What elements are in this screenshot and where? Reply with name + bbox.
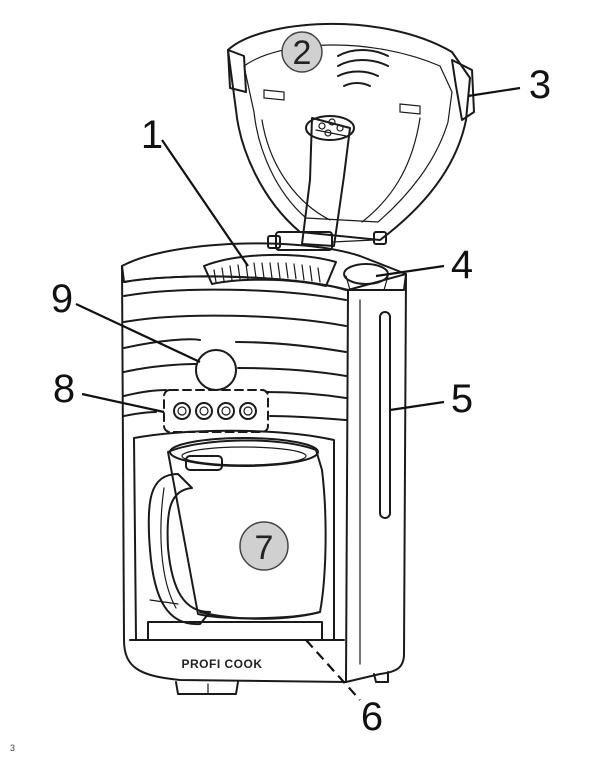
- machine-body: PROFI COOK: [121, 242, 407, 695]
- callout-9-label: 9: [51, 277, 73, 321]
- leader-8: [81, 392, 165, 414]
- leader-3: [467, 86, 521, 98]
- callout-6-label: 6: [361, 695, 383, 739]
- callout-4-label: 4: [451, 243, 473, 287]
- lid-hinge: [267, 231, 387, 251]
- callout-2-marker: 2: [281, 31, 323, 73]
- page-number: 3: [10, 743, 15, 753]
- callout-1-label: 1: [141, 113, 163, 157]
- leader-5: [389, 400, 445, 412]
- leader-6: [305, 639, 361, 701]
- callout-7-marker: 7: [239, 521, 289, 571]
- callout-5-label: 5: [451, 377, 473, 421]
- callout-7-label: 7: [255, 529, 274, 567]
- callout-8-label: 8: [53, 367, 75, 411]
- leader-lines: [75, 86, 521, 701]
- leader-1: [161, 139, 249, 267]
- brand-logo: PROFI COOK: [181, 657, 262, 671]
- carafe: [147, 437, 327, 626]
- leader-4: [375, 264, 445, 278]
- open-lid: [227, 23, 475, 247]
- callout-3-label: 3: [529, 63, 551, 107]
- leader-9: [75, 303, 201, 363]
- callout-2-label: 2: [293, 34, 312, 72]
